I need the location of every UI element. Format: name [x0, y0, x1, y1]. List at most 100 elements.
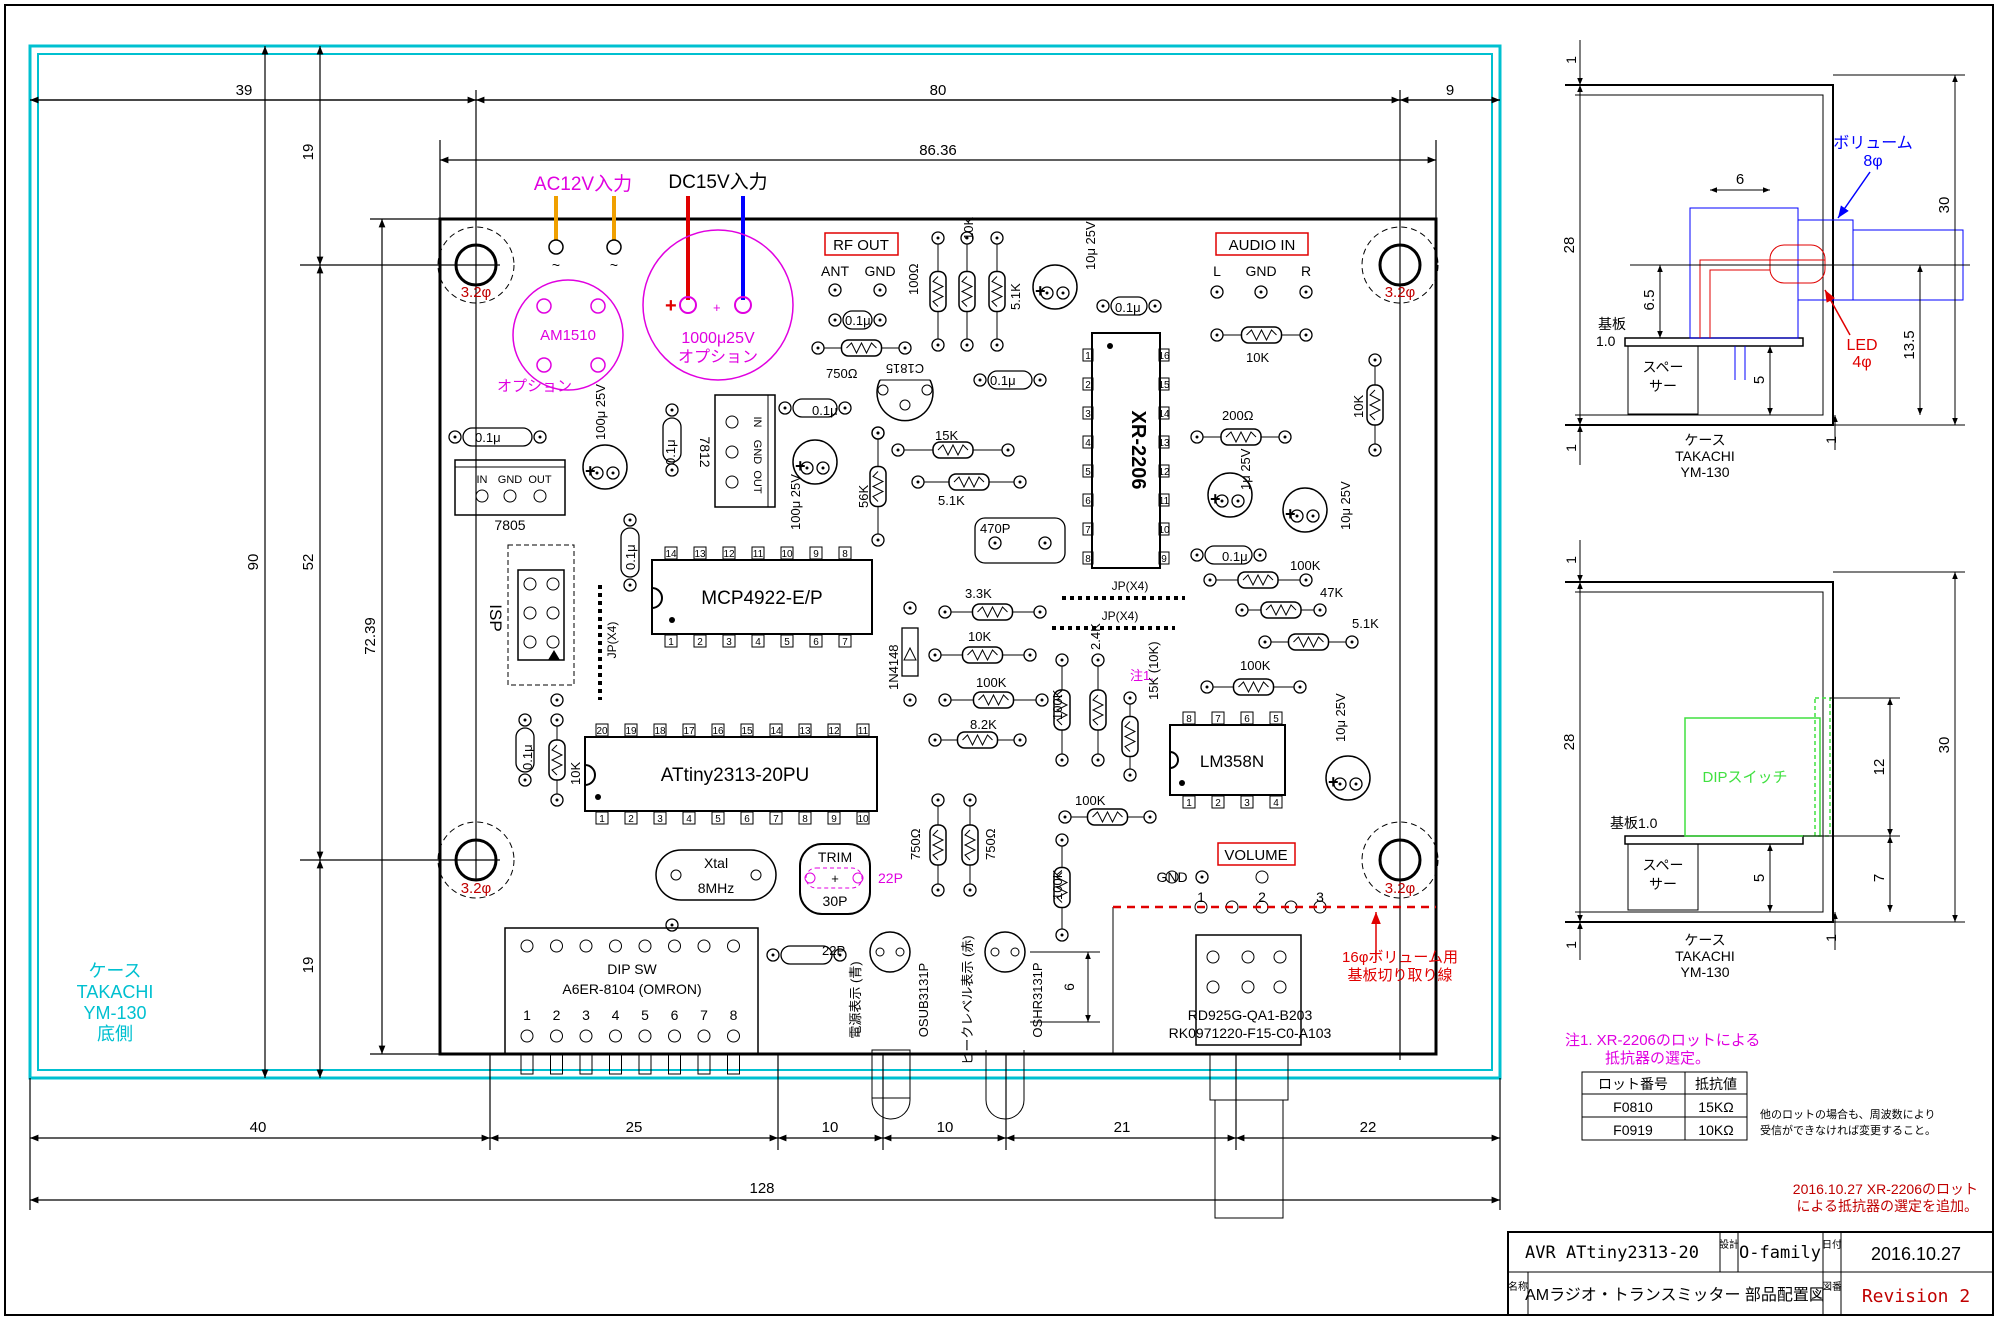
- switch-lever: [727, 1053, 740, 1075]
- ic-pin: [711, 723, 725, 737]
- pin-number: 19: [625, 726, 637, 737]
- pad-hole: [1283, 435, 1287, 439]
- electrolytic-capacitor: [582, 444, 628, 490]
- svg-text:O-family: O-family: [1739, 1243, 1821, 1263]
- diode-symbol: [903, 646, 917, 661]
- ic-pin: [1082, 377, 1094, 391]
- pad-hole: [1215, 333, 1219, 337]
- pad: [1210, 285, 1224, 299]
- pin-number: 11: [858, 726, 869, 737]
- pad: [606, 466, 620, 480]
- ic-pin: [595, 811, 609, 825]
- pad-hole: [611, 471, 615, 475]
- pad-hole: [936, 888, 940, 892]
- ic-pin: [664, 546, 678, 560]
- pad-hole: [1338, 782, 1342, 786]
- pad-hole: [1304, 578, 1308, 582]
- svg-text:0.1μ: 0.1μ: [520, 744, 535, 770]
- pad: [533, 430, 547, 444]
- pad-hole: [1195, 553, 1199, 557]
- svg-text:10K: 10K: [968, 629, 991, 644]
- pad: [727, 1029, 740, 1043]
- svg-text:YM-130: YM-130: [83, 1003, 146, 1023]
- pin-number: 6: [813, 637, 819, 648]
- dim-25: 25: [626, 1119, 643, 1136]
- revision-note: 2016.10.27 XR-2206のロット による抵抗器の選定を追加。: [1793, 1181, 1978, 1214]
- svg-text:470P: 470P: [980, 521, 1010, 536]
- svg-text:47K: 47K: [1320, 585, 1343, 600]
- pad-hole: [1096, 658, 1100, 662]
- resistor-zigzag: [1225, 430, 1257, 444]
- pad: [1096, 299, 1110, 313]
- pad-hole: [968, 798, 972, 802]
- pin-number: 10: [781, 549, 793, 560]
- pad: [623, 578, 637, 592]
- svg-text:100K: 100K: [1050, 869, 1065, 900]
- svg-text:7: 7: [1871, 874, 1888, 882]
- lot-note: 注1. XR-2206のロットによる 抵抗器の選定。 ロット番号 抵抗値 F08…: [1565, 1032, 1936, 1141]
- pad: [1206, 980, 1220, 994]
- pad-hole: [1220, 499, 1224, 503]
- polarity-mark: +: [1035, 281, 1046, 301]
- pad-hole: [771, 953, 775, 957]
- capacitor-body: [620, 527, 640, 578]
- svg-text:注1. XR-2206のロットによる: 注1. XR-2206のロットによる: [1565, 1032, 1760, 1049]
- ic-pin: [1082, 551, 1094, 565]
- pad: [609, 1029, 622, 1043]
- pad-hole: [538, 435, 542, 439]
- pad: [988, 536, 1002, 550]
- pin-number: 6: [1244, 714, 1250, 725]
- pad: [1273, 950, 1287, 964]
- pin-number: 1: [668, 637, 674, 648]
- pad-hole: [1018, 480, 1022, 484]
- led-peak: ピークレベル表示 (赤) OSHR3131P 6: [960, 931, 1100, 1120]
- pad-hole: [670, 468, 674, 472]
- ic-pin: [856, 811, 870, 825]
- pin-number: 1: [599, 814, 605, 825]
- svg-text:LED: LED: [1846, 337, 1877, 354]
- svg-text:10K: 10K: [1246, 350, 1269, 365]
- pad: [1038, 536, 1052, 550]
- ic-pin: [1158, 406, 1170, 420]
- dim-19-bottom: 19: [300, 957, 317, 974]
- pad: [1148, 299, 1162, 313]
- pad: [873, 313, 887, 327]
- resistor-zigzag: [1246, 328, 1277, 342]
- pad-hole: [995, 236, 999, 240]
- electrolytic-capacitor: [1207, 472, 1253, 518]
- capacitor-body: [987, 370, 1033, 390]
- pad-hole: [1128, 696, 1132, 700]
- svg-text:注1.: 注1.: [1130, 668, 1154, 683]
- resistor-zigzag: [967, 648, 998, 662]
- ic-pin: [1082, 522, 1094, 536]
- pad-hole: [1263, 640, 1267, 644]
- svg-text:電源表示 (青): 電源表示 (青): [848, 961, 863, 1038]
- svg-text:IN: IN: [477, 474, 488, 486]
- pin-number: 8: [802, 814, 808, 825]
- pad: [903, 601, 917, 615]
- pad: [665, 918, 679, 932]
- svg-text:YM-130: YM-130: [1680, 464, 1729, 480]
- resistor-zigzag: [953, 475, 985, 489]
- resistor-zigzag: [1055, 872, 1069, 903]
- diode-body: [901, 627, 919, 677]
- pin-number: 7: [1085, 525, 1091, 536]
- dim-40: 40: [250, 1119, 267, 1136]
- pad: [1165, 870, 1179, 884]
- pad-hole: [1060, 758, 1064, 762]
- svg-text:3.2φ: 3.2φ: [1385, 880, 1416, 897]
- dim-86-36: 86.36: [919, 142, 957, 159]
- svg-text:2.4K: 2.4K: [1088, 623, 1103, 650]
- pad: [1194, 900, 1208, 914]
- svg-text:サー: サー: [1649, 876, 1677, 892]
- pad: [1033, 373, 1047, 387]
- cut-note: 16φボリューム用 基板切り取り線: [1342, 912, 1458, 984]
- svg-text:ケース: ケース: [1684, 432, 1725, 448]
- pad-hole: [1060, 658, 1064, 662]
- pin-number: 7: [773, 814, 779, 825]
- svg-text:GND: GND: [751, 440, 763, 465]
- svg-text:2016.10.27 XR-2206のロット: 2016.10.27 XR-2206のロット: [1793, 1181, 1978, 1197]
- svg-text:DIPスイッチ: DIPスイッチ: [1702, 769, 1787, 786]
- svg-text:5.1K: 5.1K: [938, 493, 965, 508]
- capacitor-body: [780, 945, 833, 965]
